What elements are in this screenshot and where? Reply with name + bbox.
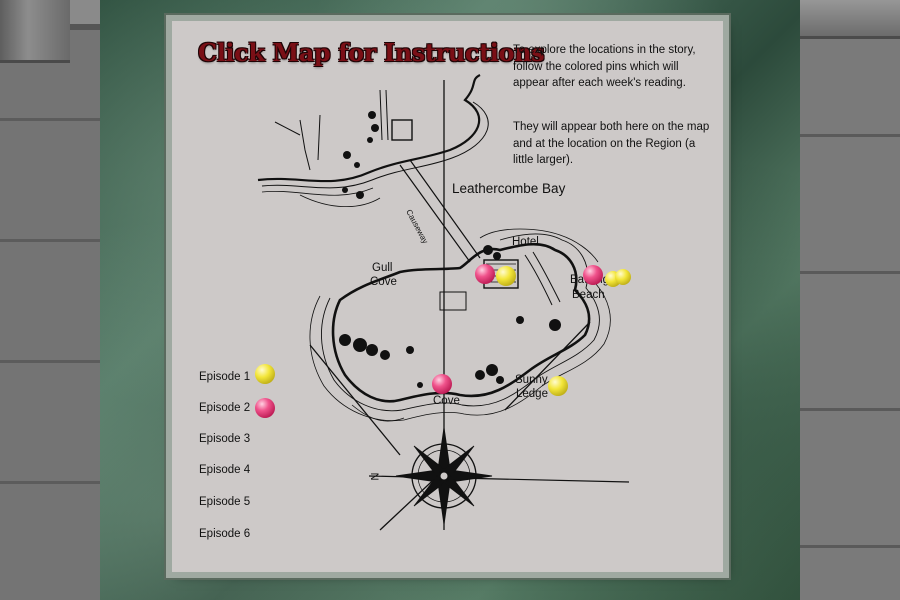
map-label-gull: Gull — [372, 262, 393, 274]
board-title[interactable]: Click Map for Instructions — [198, 38, 545, 67]
pin-hotel-yellow[interactable] — [496, 266, 516, 286]
map-label-bathing-beach: Beach — [572, 289, 605, 301]
episode-1-label[interactable]: Episode 1 — [199, 371, 251, 383]
map-label-bay: Leathercombe Bay — [452, 181, 566, 196]
pin-hotel-pink[interactable] — [475, 264, 495, 284]
episode-2-label[interactable]: Episode 2 — [199, 402, 251, 414]
instructions-paragraph-2: They will appear both here on the map an… — [513, 121, 710, 166]
episode-5-label[interactable]: Episode 5 — [199, 496, 251, 508]
wall-cornice — [800, 0, 900, 39]
map-label-sunny-ledge: Ledge — [516, 388, 548, 400]
map-label-pixy-cove: Cove — [433, 395, 460, 407]
episode-4-label[interactable]: Episode 4 — [199, 464, 251, 476]
episode-6-label[interactable]: Episode 6 — [199, 528, 251, 540]
pin-beach-yellow-2[interactable] — [615, 269, 631, 285]
pin-beach-pink[interactable] — [583, 265, 603, 285]
island-outline — [331, 242, 591, 403]
instructions-paragraph-1: To explore the locations in the story, f… — [513, 44, 696, 89]
episode-3-label[interactable]: Episode 3 — [199, 433, 251, 445]
episode-2-pin[interactable] — [255, 398, 275, 418]
map-label-gull-cove: Cove — [370, 276, 397, 288]
pin-ledge-yellow[interactable] — [548, 376, 568, 396]
stone-wall-right — [800, 0, 900, 600]
compass-rose — [368, 427, 630, 525]
pin-cove-pink[interactable] — [432, 374, 452, 394]
causeway — [399, 159, 481, 263]
episode-1-pin[interactable] — [255, 364, 275, 384]
wall-cornice — [0, 0, 70, 63]
map-label-hotel: Hotel — [512, 236, 539, 248]
map-label-sunny: Sunny — [515, 374, 548, 386]
compass-north-label: N — [369, 472, 382, 481]
stone-wall-left — [0, 0, 100, 600]
mainland-coastline — [257, 74, 481, 183]
